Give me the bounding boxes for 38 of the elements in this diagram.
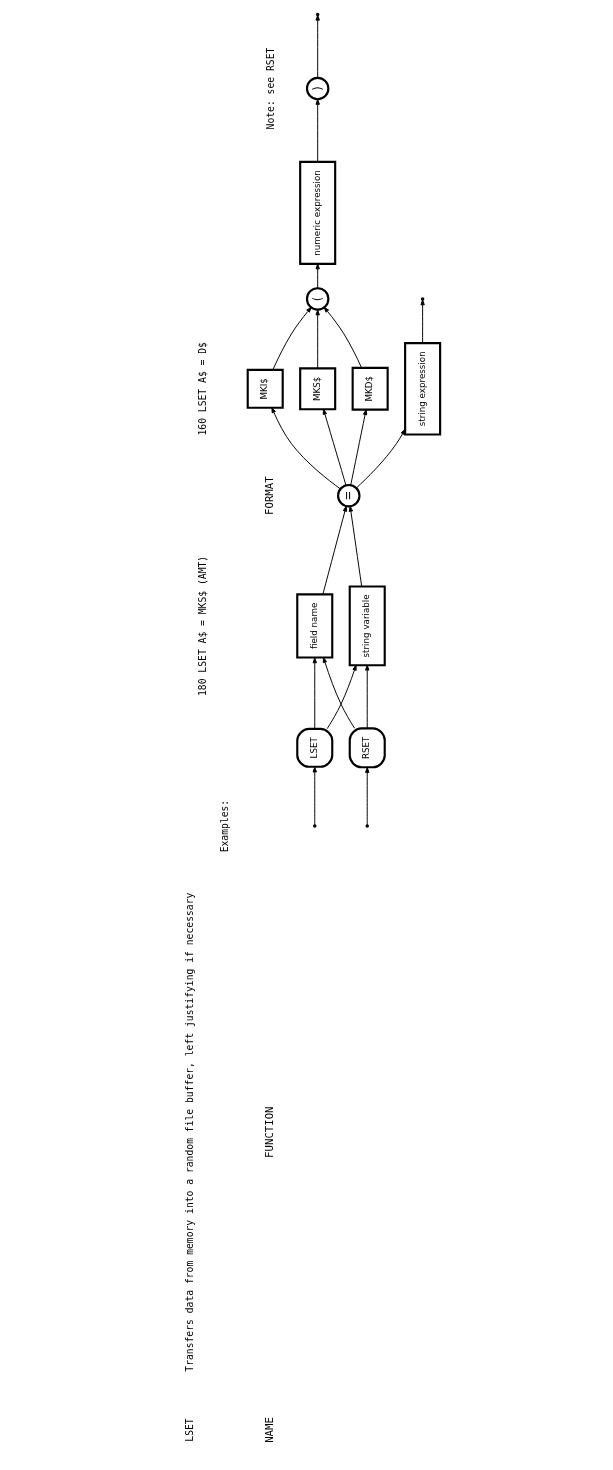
arrow xyxy=(315,98,320,163)
label: NAME xyxy=(262,1417,276,1443)
arrow xyxy=(271,407,341,490)
arrow xyxy=(322,657,356,729)
node-box: MKD$ xyxy=(351,366,389,411)
label: 180 LSET A$ = MKS$ (AMT) xyxy=(197,555,209,696)
arrow xyxy=(355,428,406,489)
node-box: field name xyxy=(296,593,334,659)
arrow xyxy=(315,263,320,289)
label: Note: see RSET xyxy=(265,47,277,130)
label: Transfers data from memory into a random file buffer, left justifying if necessary xyxy=(183,892,195,1372)
arrow xyxy=(322,505,348,595)
label: FORMAT xyxy=(262,476,276,515)
arrow xyxy=(315,309,320,369)
node-circle: ) xyxy=(305,76,330,101)
node-box: MKI$ xyxy=(246,368,284,409)
arrow xyxy=(272,306,312,371)
arrow xyxy=(365,664,370,729)
node-box: MKS$ xyxy=(299,367,337,411)
node-box: string variable xyxy=(348,585,386,667)
arrow xyxy=(348,505,363,587)
arrow xyxy=(322,408,347,486)
arrow xyxy=(420,299,425,344)
arrow xyxy=(312,766,317,826)
label: LSET xyxy=(183,1418,195,1442)
label: 160 LSET A$ = D$ xyxy=(197,342,209,436)
node-box: RSET xyxy=(348,727,386,769)
node-box: numeric expression xyxy=(299,160,337,265)
arrow xyxy=(315,14,320,79)
node-box: string expression xyxy=(404,342,442,436)
label: Examples: xyxy=(218,799,230,853)
arrow xyxy=(323,306,363,369)
label: FUNCTION xyxy=(262,1106,276,1158)
node-circle: = xyxy=(337,483,361,508)
arrow xyxy=(350,409,368,486)
arrow xyxy=(365,767,370,826)
arrow xyxy=(312,657,317,730)
arrow xyxy=(326,664,357,730)
